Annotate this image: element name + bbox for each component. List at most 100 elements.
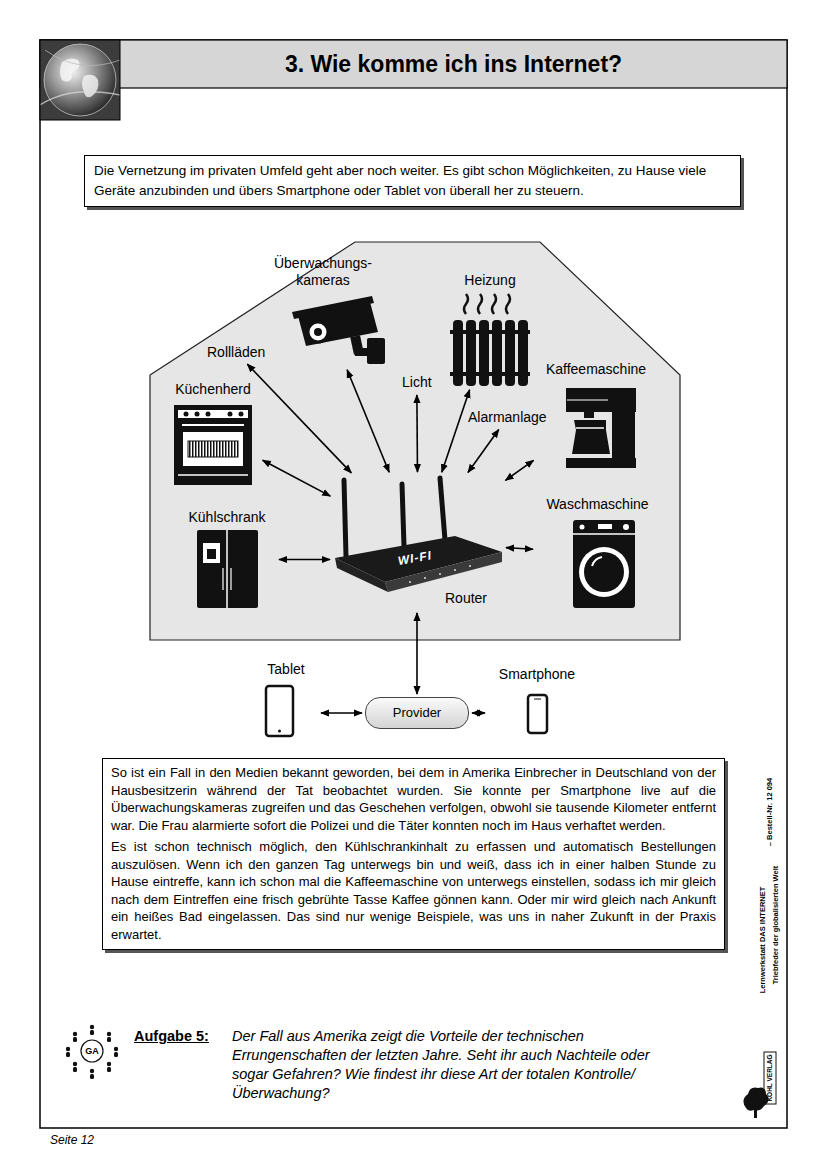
- node-label: Kühlschrank: [178, 509, 276, 526]
- washing-machine-icon: [584, 552, 624, 592]
- series-subtitle-holder: Triebfeder der globalisierten Welt: [771, 866, 780, 985]
- connector-arrow: [416, 613, 418, 694]
- node-label: Provider: [393, 705, 441, 721]
- washing-machine-icon: [580, 525, 585, 530]
- header-band: [40, 40, 787, 88]
- radiator-icon: [518, 320, 528, 386]
- oven-icon: [174, 405, 252, 485]
- router-icon: [344, 480, 346, 556]
- oven-icon: [188, 441, 238, 457]
- router-icon: [402, 484, 404, 546]
- washing-machine-icon: [573, 520, 635, 608]
- radiator-icon: [466, 320, 476, 386]
- router-label: Router: [445, 590, 503, 607]
- coffee-machine-icon: [566, 388, 636, 468]
- radiator-icon: [453, 320, 463, 386]
- globe-frame: [40, 40, 120, 120]
- group-work-icon: [66, 1025, 118, 1079]
- tablet-icon: [266, 686, 293, 736]
- group-work-icon: [114, 1052, 118, 1057]
- group-work-icon: [107, 1037, 111, 1042]
- router-icon: [440, 478, 445, 540]
- node-label: Küchenherd: [166, 381, 260, 398]
- series-title-holder: Lernwerkstatt DAS INTERNET: [758, 887, 767, 994]
- node-label: Tablet: [254, 661, 318, 678]
- smartphone-icon: [528, 695, 547, 733]
- provider-box: Provider: [365, 697, 469, 729]
- router-node: WI-FIRouter: [333, 475, 503, 610]
- connector-arrow: [247, 364, 351, 473]
- series-subtitle: Triebfeder der globalisierten Welt: [771, 866, 780, 985]
- router-icon: [454, 569, 456, 571]
- intro-text: Die Vernetzung im privaten Umfeld geht a…: [94, 161, 731, 201]
- group-work-icon: [66, 1025, 118, 1079]
- connector-arrow: [472, 712, 485, 714]
- group-work-icon: [90, 1030, 94, 1035]
- device-node: Küchenherd: [166, 381, 260, 487]
- washing-machine-icon: [598, 524, 612, 529]
- globe-image: [40, 40, 120, 120]
- radiator-icon: [478, 294, 482, 314]
- coffee-machine-icon: [572, 420, 610, 454]
- node-label: Überwachungs- kameras: [254, 255, 392, 289]
- device-node: Kühlschrank: [178, 509, 276, 610]
- group-work-icon: [90, 1025, 94, 1029]
- node-label: Smartphone: [488, 666, 586, 683]
- oven-icon: [195, 412, 200, 417]
- group-work-badge: GA: [85, 1046, 99, 1056]
- fridge-icon: [230, 568, 231, 590]
- camera-icon: [367, 338, 385, 364]
- washing-machine-icon: [592, 557, 602, 566]
- oven-icon: [178, 410, 248, 418]
- task-text-holder: Der Fall aus Amerika zeigt die Vorteile …: [232, 1027, 677, 1103]
- order-number: – Bestell-Nr. 12 094: [765, 778, 774, 846]
- camera-icon: [308, 322, 328, 342]
- title-holder: 3. Wie komme ich ins Internet?: [120, 40, 787, 88]
- publisher-name-holder: KOHL VERLAG: [766, 1054, 774, 1101]
- page-number: Seite 12: [50, 1133, 94, 1147]
- fridge-icon: [197, 530, 258, 608]
- group-work-icon: [90, 1074, 94, 1079]
- camera-icon: [292, 296, 385, 364]
- connector-arrow: [263, 460, 331, 496]
- globe-image: [44, 44, 116, 116]
- publisher-logo: [743, 1088, 768, 1111]
- coffee-machine-icon: [612, 388, 635, 468]
- device-node: Überwachungs- kameras: [254, 255, 392, 367]
- radiator-icon: [506, 294, 510, 314]
- group-work-icon: [73, 1062, 77, 1066]
- radiator-icon: [492, 294, 496, 314]
- coffee-machine-icon: [576, 427, 604, 429]
- tablet-icon: [278, 730, 281, 733]
- group-work-icon: [114, 1047, 118, 1051]
- task-heading: Aufgabe 5:: [134, 1027, 209, 1046]
- connector-arrow: [468, 429, 499, 472]
- publisher-name: KOHL VERLAG: [766, 1054, 774, 1101]
- radiator-icon: [450, 330, 530, 334]
- connector-arrow: [506, 548, 533, 550]
- device-node: Heizung: [446, 272, 534, 387]
- coffee-machine-icon: [584, 412, 594, 418]
- page-title: 3. Wie komme ich ins Internet?: [120, 40, 787, 88]
- radiator-icon: [492, 320, 502, 386]
- oven-icon: [178, 474, 248, 476]
- washing-machine-icon: [623, 524, 629, 530]
- smartphone-icon: [528, 695, 547, 733]
- router-icon: [409, 581, 411, 583]
- group-work-icon: [90, 1069, 94, 1073]
- node-label: Kaffeemaschine: [536, 361, 656, 378]
- device-label-node: Alarmanlage: [466, 408, 549, 427]
- group-work-icon: [107, 1032, 111, 1036]
- connector-arrow: [279, 559, 330, 561]
- group-work-icon: [107, 1062, 111, 1066]
- router-icon: [469, 565, 471, 567]
- tablet-icon: [266, 686, 293, 736]
- radiator-icon: [450, 294, 530, 386]
- group-work-icon: [107, 1067, 111, 1072]
- publisher-logo: [743, 1052, 776, 1118]
- intro-box: Die Vernetzung im privaten Umfeld geht a…: [84, 155, 741, 207]
- group-work-icon: [73, 1067, 77, 1072]
- device-node: Smartphone: [488, 666, 586, 736]
- story-paragraph: Es ist schon technisch möglich, den Kühl…: [111, 838, 716, 943]
